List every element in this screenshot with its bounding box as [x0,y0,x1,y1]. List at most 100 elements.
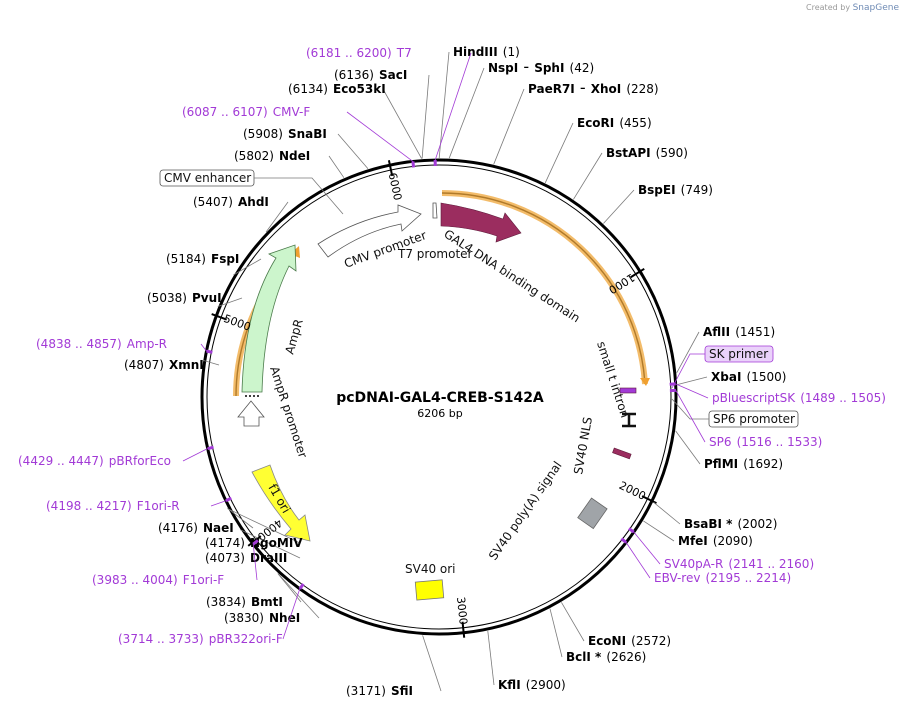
credit-prefix: Created by [806,3,851,12]
primer-label: (4429 .. 4447) pBRforEco [18,450,171,469]
enzyme-name: MfeI [678,534,708,548]
enzyme-leader [265,201,289,233]
enzyme-name: NdeI [279,149,310,163]
primer-leader [633,531,661,565]
enzyme-position: (2626) [606,650,646,664]
enzyme-label: (5908) SnaBI [243,123,327,142]
enzyme-label: (5407) AhdI [193,191,269,210]
enzyme-leader [643,520,675,542]
tick-mark-1000 [630,267,645,279]
primer-label: (4838 .. 4857) Amp-R [36,333,167,352]
primer-name: pBRforEco [109,454,171,468]
label-sv40-nls: SV40 NLS [571,416,595,476]
enzyme-position: (2572) [631,634,671,648]
primer-site-mark [206,349,213,354]
enzyme-leader [227,507,254,529]
primer-range: (4429 .. 4447) [18,454,104,468]
enzyme-label: KflI (2900) [498,674,566,693]
primer-name: F1ori-R [137,499,180,513]
enzyme-name: SnaBI [288,127,327,141]
tick-mark-5000 [211,313,228,321]
enzyme-position: (5908) [243,127,283,141]
enzyme-leader [421,74,430,159]
primer-leader [434,52,472,161]
tick-label-6000: 6000 [386,172,404,202]
enzyme-leader [676,331,700,373]
primer-layer: (6181 .. 6200) T7(6087 .. 6107) CMV-FpBl… [18,46,886,647]
enzyme-label: BsaBI * (2002) [684,513,777,532]
enzyme-leader [438,51,450,159]
enzyme-name: NheI [269,611,300,625]
enzyme-leader [382,88,422,159]
enzyme-leader [240,529,301,559]
tick-label-2000: 2000 [617,479,648,503]
label-ampr: AmpR [282,317,305,355]
primer-label: (4198 .. 4217) F1ori-R [46,495,180,514]
primer-label: SP6 (1516 .. 1533) [709,431,822,450]
primer-range: (4838 .. 4857) [36,337,122,351]
primer-name: Amp-R [127,337,167,351]
enzyme-position: (6136) [334,68,374,82]
enzyme-name: PaeR7I [528,82,575,96]
enzyme-leader [549,608,563,658]
enzyme-label: PaeR7I - XhoI (228) [528,78,659,97]
enzyme-label: (4807) XmnI [124,354,204,373]
feature-gal4-dna-binding-domain [440,202,522,243]
enzyme-position: (42) [570,61,595,75]
backbone-inner [206,164,672,630]
enzyme-name: SacI [379,68,407,82]
enzyme-leader [487,630,495,686]
enzyme-layer: HindIII (1)NspI - SphI (42)PaeR7I - XhoI… [124,41,786,698]
enzyme-leader [328,155,345,178]
enzyme-label: HindIII (1) [453,41,520,60]
primer-leader [625,542,651,579]
snapgene-credit: Created by SnapGene [806,3,899,13]
enzyme-name: BsaBI * [684,517,733,531]
sk-primer-label: SK primer [709,347,768,361]
primer-site-mark [252,539,259,546]
enzyme-leader [233,258,262,276]
primer-leader [252,544,258,581]
sp6-promoter-label: SP6 promoter [713,412,795,426]
primer-range: (2195 .. 2214) [706,571,792,585]
enzyme-leader [677,376,708,385]
enzyme-position: (5038) [147,291,187,305]
primer-label: (6087 .. 6107) CMV-F [182,101,310,120]
enzyme-leader [544,122,574,184]
enzyme-name: KflI [498,678,521,692]
enzyme-leader [337,133,369,170]
feature-cmv-promoter [317,204,422,258]
primer-name: F1ori-F [183,573,224,587]
primer-name: pBluescriptSK [712,391,796,405]
enzyme-name: EcoNI [588,634,626,648]
enzyme-position: (2900) [526,678,566,692]
enzyme-name: SfiI [391,684,413,698]
enzyme-position: (1692) [743,457,783,471]
primer-leader [200,343,207,352]
tick-mark-4000 [247,535,262,547]
enzyme-name: HindIII [453,45,498,59]
enzyme-position: (590) [656,146,688,160]
primer-leader [346,111,414,162]
enzyme-position: (4807) [124,358,164,372]
tick-mark-6000 [387,160,394,177]
feature-small-purple-segment [619,387,637,394]
enzyme-name-secondary: SphI [534,61,564,75]
label-small-t-intron: small t intron [594,340,632,420]
enzyme-position: (228) [626,82,658,96]
enzyme-position: (1451) [735,325,775,339]
enzyme-name: AhdI [238,195,269,209]
enzyme-position: (455) [619,116,651,130]
enzyme-leader [653,501,681,525]
enzyme-leader [573,152,603,200]
label-gal4: GAL4 DNA binding domain [441,227,582,326]
enzyme-label: (5802) NdeI [234,145,310,164]
primer-label: (3714 .. 3733) pBR322ori-F [118,628,283,647]
feature-sv40-nls [612,447,632,460]
primer-site-mark [620,537,628,544]
primer-label: SV40pA-R (2141 .. 2160) [664,553,814,572]
primer-leader [210,500,227,507]
enzyme-label: EcoNI (2572) [588,630,671,649]
enzyme-name: BstAPI [606,146,651,160]
